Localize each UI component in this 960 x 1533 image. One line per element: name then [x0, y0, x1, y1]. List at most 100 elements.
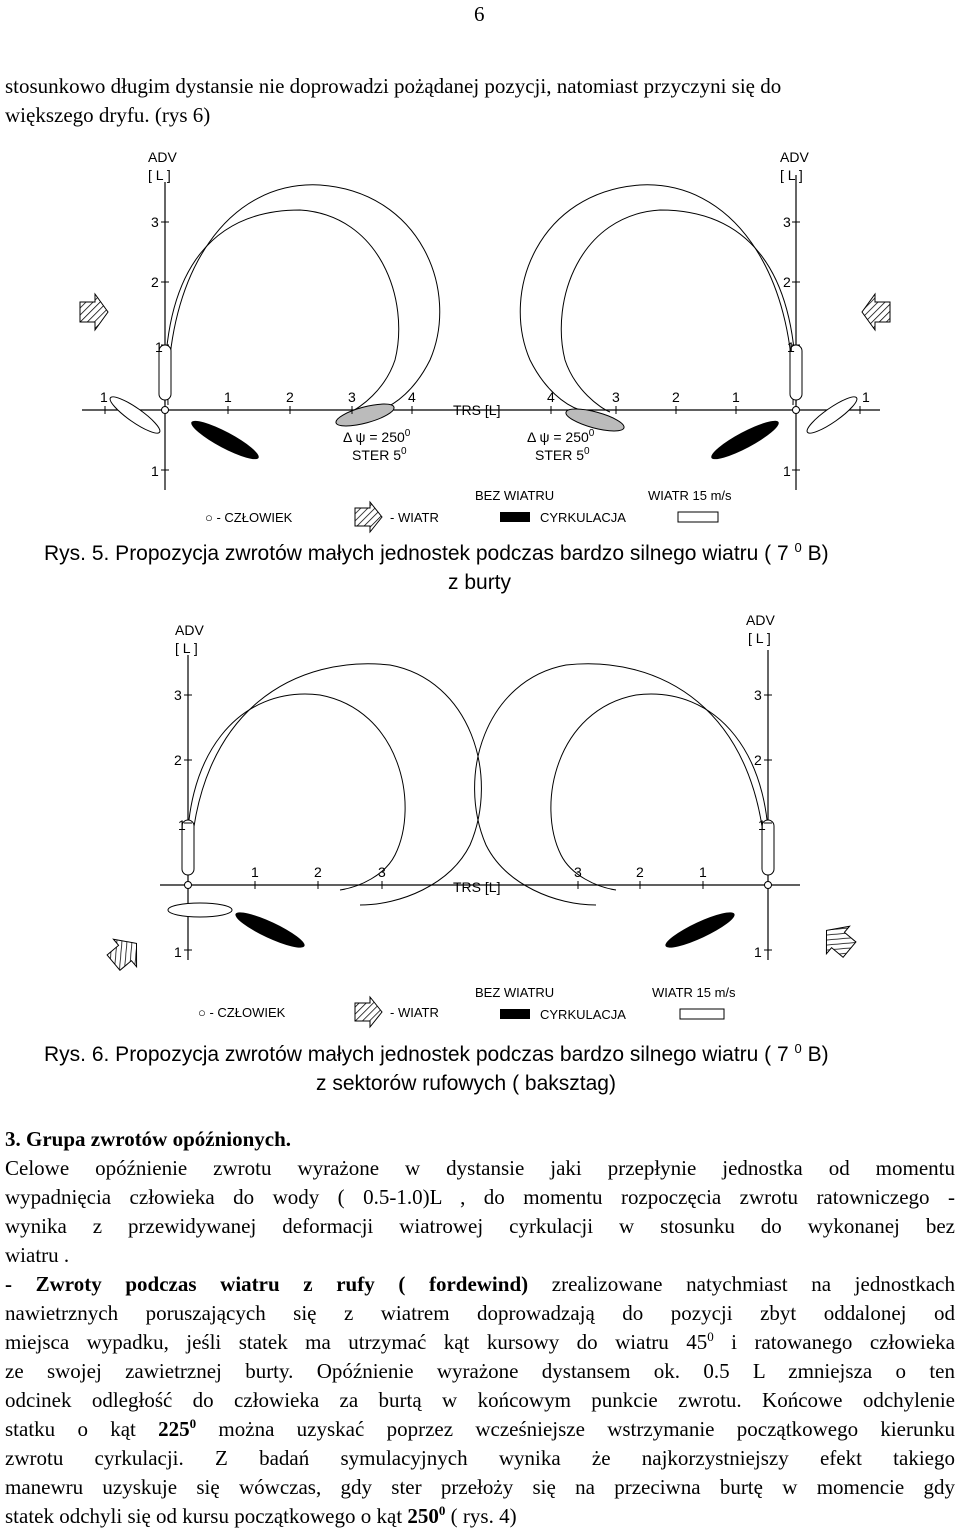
p2-line-4: ze swojej zawietrznej burty. Opóźnienie …	[5, 1359, 955, 1383]
fig5-left-ytick-3: 3	[151, 214, 159, 230]
fig5-left-adv: ADV	[148, 149, 177, 165]
fig6-left-ship-start	[181, 819, 195, 876]
fig6-right-ship-start	[761, 819, 775, 876]
fig6-right-adv-unit: [ L ]	[748, 630, 771, 646]
fig6-right-xtick-b: 2	[636, 864, 644, 880]
fig5-right-ship-end	[565, 408, 625, 432]
fig5-right-xtick-e: 1	[862, 389, 870, 405]
fig5-right-ytick-1: 1	[787, 339, 795, 355]
figure-5-diagram: ADV [ L ] 3 2 1 1 1 1 2 3 4 TRS [L] ADV …	[79, 149, 891, 534]
fig5-right-loop-calm	[560, 209, 797, 413]
fig5-caption-line-2: z burty	[448, 571, 512, 594]
fig5-right-loop-wind	[519, 184, 794, 411]
fig5-legend-czlowiek: ○ - CZŁOWIEK	[205, 510, 293, 525]
p1-line-4: wiatru .	[5, 1243, 70, 1267]
fig6-right-ytick-3: 3	[754, 687, 762, 703]
fig6-right-xtick-c: 1	[699, 864, 707, 880]
fig5-left-xtick-c: 2	[286, 389, 294, 405]
fig6-trs-label: TRS [L]	[453, 879, 500, 895]
fig5-right-wind-arrow	[861, 292, 891, 332]
fig6-left-person-dot	[184, 881, 192, 889]
fig6-left-adv-unit: [ L ]	[175, 640, 198, 656]
fig5-right-xtick-a: 4	[547, 389, 555, 405]
p2-line-1: - Zwroty podczas wiatru z rufy ( fordewi…	[5, 1272, 955, 1296]
fig6-legend-white-box	[679, 1008, 725, 1020]
fig5-legend-bez-wiatru: BEZ WIATRU	[475, 488, 554, 503]
fig5-legend-wiatr15: WIATR 15 m/s	[648, 488, 732, 503]
fig5-left-xtick-b: 1	[224, 389, 232, 405]
figure-6-diagram: ADV [ L ] 3 2 1 1 1 2 3 TRS [L] ADV [ L …	[106, 612, 857, 1029]
p2-line-3: miejsca wypadku, jeśli statek ma utrzyma…	[5, 1329, 955, 1354]
fig6-caption-line-2: z sektorów rufowych ( baksztag)	[316, 1072, 616, 1095]
intro-line-1: stosunkowo długim dystansie nie doprowad…	[5, 74, 782, 98]
fig6-right-ship-black	[665, 912, 735, 948]
fig6-legend-wiatr: - WIATR	[390, 1005, 439, 1020]
fig6-legend-czlowiek: ○ - CZŁOWIEK	[198, 1005, 286, 1020]
fig5-left-ster: STER 50	[352, 446, 407, 463]
fig6-left-adv: ADV	[175, 622, 204, 638]
fig5-right-xtick-b: 3	[612, 389, 620, 405]
fig6-right-ytick-2: 2	[754, 752, 762, 768]
fig5-caption-line-1: Rys. 5. Propozycja zwrotów małych jednos…	[44, 540, 829, 565]
fig5-legend-wiatr: - WIATR	[390, 510, 439, 525]
p2-line-2: nawietrznych poruszających się z wiatrem…	[5, 1301, 955, 1325]
fig6-left-xtick-b: 2	[314, 864, 322, 880]
fig5-legend-wind-arrow	[354, 500, 383, 534]
fig6-right-ytick-neg1: 1	[754, 944, 762, 960]
fig6-left-ytick-1: 1	[178, 817, 186, 833]
intro-line-2: większego dryfu. (rys 6)	[5, 103, 211, 127]
fig5-right-ytick-neg1: 1	[783, 463, 791, 479]
fig5-left-xtick-d: 3	[348, 389, 356, 405]
p2-line-7: zwrotu cyrkulacji. Z badań symulacyjnych…	[5, 1446, 955, 1470]
p2-line-8: manewru uzyskuje się wówczas, gdy ster p…	[5, 1475, 955, 1499]
fig5-left-ship-end	[335, 403, 395, 427]
fig6-left-ship-drift	[167, 902, 233, 918]
fig5-left-ship-black	[191, 420, 259, 460]
fig5-right-ship-black	[711, 420, 779, 460]
figure-5: ADV [ L ] 3 2 1 1 1 1 2 3 4 TRS [L] ADV …	[0, 140, 960, 535]
fig5-left-ytick-2: 2	[151, 274, 159, 290]
fig6-right-wind-arrow	[825, 925, 857, 959]
fig5-left-xtick-e: 4	[408, 389, 416, 405]
fig6-caption-line-1: Rys. 6. Propozycja zwrotów małych jednos…	[44, 1041, 829, 1066]
fig6-right-ytick-1: 1	[758, 817, 766, 833]
fig6-right-loop-wind	[474, 663, 767, 906]
fig6-right-adv: ADV	[746, 612, 775, 628]
fig6-left-xtick-a: 1	[251, 864, 259, 880]
fig6-left-wind-arrow	[106, 938, 138, 972]
fig5-right-ytick-3: 3	[783, 214, 791, 230]
fig5-left-delta: Δ ψ = 2500	[343, 428, 411, 445]
figure-6: ADV [ L ] 3 2 1 1 1 2 3 TRS [L] ADV [ L …	[0, 605, 960, 1030]
page-number: 6	[474, 2, 485, 26]
fig5-left-loop-wind	[167, 184, 441, 411]
p2-line-5: odcinek odległość do człowieka za burtą …	[5, 1388, 955, 1412]
fig6-left-ship-black	[235, 912, 305, 948]
fig5-legend-cyrkulacja: CYRKULACJA	[540, 510, 626, 525]
fig6-left-xtick-c: 3	[378, 864, 386, 880]
fig5-right-ship-drift	[806, 396, 858, 434]
fig5-left-ship-drift	[109, 396, 161, 434]
fig6-right-person-dot	[764, 881, 772, 889]
fig5-right-ytick-2: 2	[783, 274, 791, 290]
fig5-right-adv-unit: [ L ]	[780, 167, 803, 183]
fig6-right-xtick-a: 3	[574, 864, 582, 880]
fig6-left-loop-wind	[189, 663, 482, 906]
fig5-left-person-dot	[161, 406, 169, 414]
fig5-right-delta: Δ ψ = 2500	[527, 428, 595, 445]
fig6-legend-bez-wiatru: BEZ WIATRU	[475, 985, 554, 1000]
fig6-right-loop-calm	[550, 693, 770, 891]
fig6-left-ytick-2: 2	[174, 752, 182, 768]
p1-line-3: wynika z przewidywanej deformacji wiatro…	[5, 1214, 955, 1238]
fig6-left-loop-calm	[186, 693, 406, 891]
fig5-left-ytick-neg1: 1	[151, 463, 159, 479]
fig6-legend-black-box	[500, 1009, 530, 1019]
fig5-right-xtick-c: 2	[672, 389, 680, 405]
p1-line-2: wypadnięcia człowieka do wody ( 0.5-1.0)…	[5, 1185, 955, 1209]
fig5-left-xtick-a: 1	[100, 389, 108, 405]
fig5-legend-black-box	[500, 512, 530, 522]
fig5-legend-white-box	[677, 511, 719, 523]
fig5-right-xtick-d: 1	[732, 389, 740, 405]
fig5-trs-label: TRS [L]	[453, 402, 500, 418]
p2-line-9: statek odchyli się od kursu początkowego…	[5, 1503, 517, 1528]
fig5-right-adv: ADV	[780, 149, 809, 165]
